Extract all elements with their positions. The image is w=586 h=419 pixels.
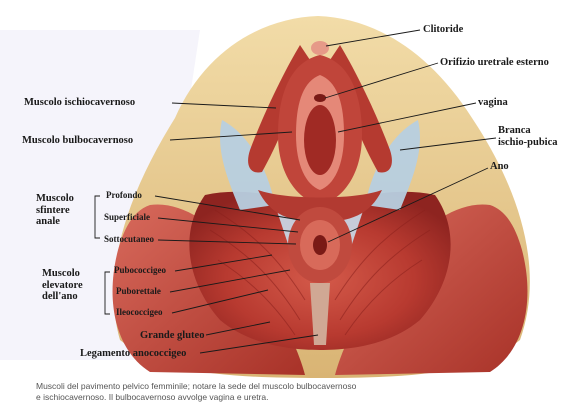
anus-shape: [313, 235, 327, 255]
label-superficiale: Superficiale: [104, 213, 150, 223]
label-pubococcigeo: Pubococcigeo: [114, 266, 166, 276]
label-vagina: vagina: [478, 97, 508, 109]
label-sottocutaneo: Sottocutaneo: [104, 235, 154, 245]
label-ischiocavernoso: Muscolo ischiocavernoso: [24, 97, 135, 109]
figure-caption: Muscoli del pavimento pelvico femminile;…: [36, 381, 556, 404]
label-sfintere-line2: sfintere: [36, 205, 74, 217]
label-branca: Branca ischio-pubica: [498, 125, 558, 148]
label-branca-line1: Branca: [498, 125, 558, 137]
label-bulbocavernoso: Muscolo bulbocavernoso: [22, 135, 133, 147]
label-profondo: Profondo: [106, 191, 142, 201]
label-elevatore-ano: Muscolo elevatore dell'ano: [42, 268, 83, 303]
label-ano: Ano: [490, 161, 509, 173]
label-grande-gluteo: Grande gluteo: [140, 330, 204, 342]
label-puborettale: Puborettale: [116, 287, 161, 297]
label-sfintere-line1: Muscolo: [36, 193, 74, 205]
label-elevatore-line1: Muscolo: [42, 268, 83, 280]
label-orifizio-uretrale: Orifizio uretrale esterno: [440, 57, 549, 69]
label-branca-line2: ischio-pubica: [498, 137, 558, 149]
label-elevatore-line3: dell'ano: [42, 291, 83, 303]
label-elevatore-line2: elevatore: [42, 280, 83, 292]
label-ileococcigeo: Ileococcigeo: [116, 308, 162, 318]
label-sfintere-line3: anale: [36, 216, 74, 228]
clitoris-shape: [311, 41, 329, 55]
label-clitoride: Clitoride: [423, 24, 463, 36]
label-legamento-anococcigeo: Legamento anococcigeo: [80, 348, 186, 360]
caption-line2: e ischiocavernoso. Il bulbocavernoso avv…: [36, 392, 556, 403]
label-sfintere-anale: Muscolo sfintere anale: [36, 193, 74, 228]
caption-line1: Muscoli del pavimento pelvico femminile;…: [36, 381, 556, 392]
